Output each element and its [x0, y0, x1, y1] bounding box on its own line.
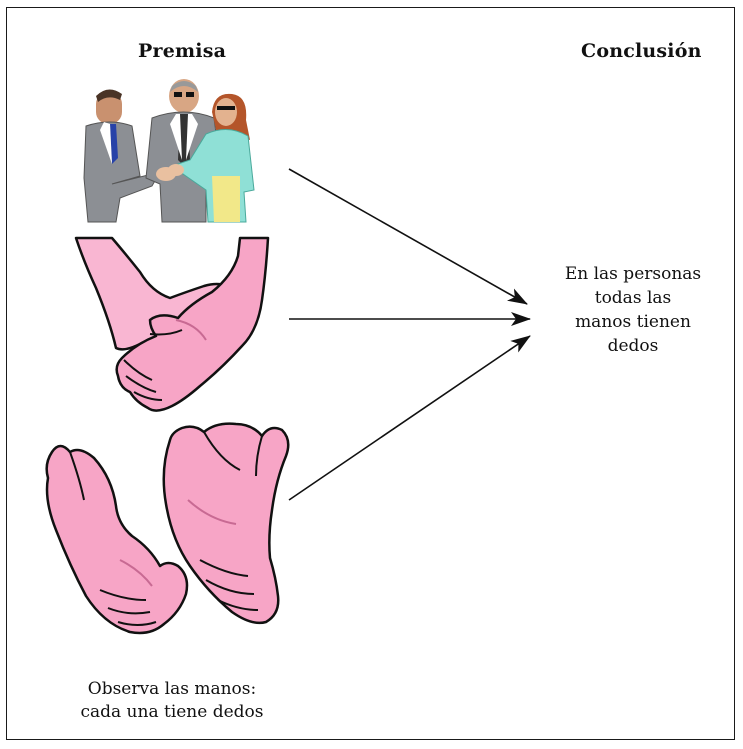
woman-right: [169, 93, 255, 223]
open-hands-icon: [45, 422, 290, 635]
arrow-from-open-hands: [288, 335, 531, 501]
conclusion-line-3: manos tienen: [575, 312, 691, 332]
premise-caption-line-1: Observa las manos:: [87, 679, 257, 699]
premise-caption: Observa las manos: cada una tiene dedos: [40, 678, 304, 724]
conclusion-line-1: En las personas: [564, 264, 702, 284]
business-people-handshake-icon: [83, 79, 255, 223]
handshake-hands-icon: [74, 236, 270, 412]
conclusion-line-2: todas las: [594, 288, 672, 308]
conclusion-statement: En las personas todas las manos tienen d…: [550, 262, 716, 358]
arrow-from-people: [288, 168, 528, 305]
premise-title: Premisa: [138, 40, 227, 62]
premise-caption-line-2: cada una tiene dedos: [80, 702, 264, 722]
conclusion-title: Conclusión: [581, 40, 702, 62]
conclusion-line-4: dedos: [607, 336, 659, 356]
man-left: [83, 89, 162, 223]
